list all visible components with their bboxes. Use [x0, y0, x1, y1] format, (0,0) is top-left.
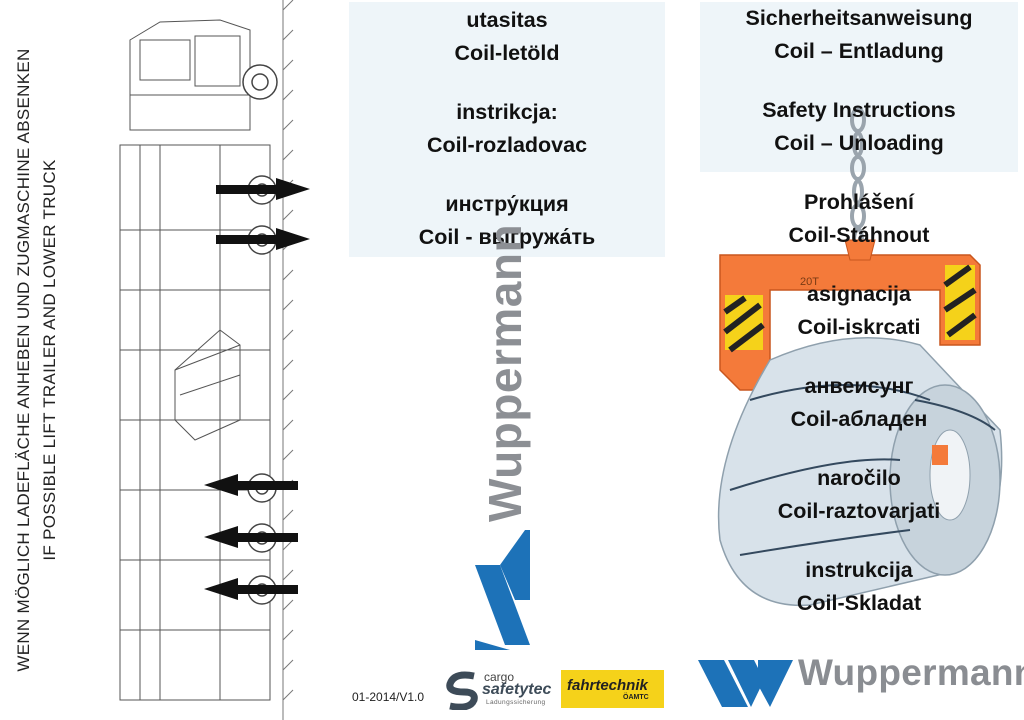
right-title-7: instrukcija — [805, 558, 913, 582]
mid-title-1: utasitas — [466, 8, 548, 32]
right-subtitle-3: Coil-Stáhnout — [788, 223, 930, 247]
right-subtitle-5: Coil-абладен — [790, 407, 928, 431]
cargo-safetytec-logo: cargo safetytec Ladungssicherung — [444, 668, 554, 712]
truck-diagram — [119, 0, 310, 720]
cargo-word: cargo — [484, 670, 515, 684]
right-subtitle-1: Coil – Entladung — [774, 39, 944, 63]
fahrtechnik-logo: fahrtechnik ÖAMTC — [561, 670, 664, 708]
middle-title-panel — [349, 2, 665, 257]
mid-subtitle-2: Coil-rozladovac — [426, 133, 588, 157]
mid-title-3: инстру́кция — [445, 192, 569, 216]
mid-title-2: instrikcja: — [456, 100, 558, 124]
crane-label: 20T — [800, 276, 819, 288]
right-subtitle-7: Coil-Skladat — [796, 591, 922, 615]
safetytec-word: safetytec — [482, 681, 552, 698]
right-title-4: asignacija — [807, 282, 911, 306]
ladungssicherung-word: Ladungssicherung — [486, 699, 546, 706]
trailer-body — [119, 144, 271, 701]
coil-illustration: 20T — [717, 107, 1003, 607]
cargo-s-icon — [446, 671, 478, 710]
arrow-right-icon — [216, 178, 310, 250]
right-subtitle-4: Coil-iskrcati — [797, 315, 921, 339]
side-instruction-text: WENN MÖGLICH LADEFLÄCHE ANHEBEN UND ZUGM… — [0, 0, 80, 720]
truck-wheels — [242, 64, 278, 605]
oamtc-word: ÖAMTC — [623, 694, 649, 701]
mid-subtitle-3: Coil - выгружа́ть — [418, 225, 596, 249]
brand-logo-vertical — [475, 530, 530, 650]
right-title-2: Safety Instructions — [762, 98, 956, 122]
right-subtitle-6: Coil-raztovarjati — [777, 499, 941, 523]
version-label: 01-2014/V1.0 — [352, 690, 425, 704]
fahrtechnik-word: fahrtechnik — [567, 677, 648, 694]
wuppermann-brand-text: Wuppermann — [798, 652, 1024, 693]
right-title-1: Sicherheitsanweisung — [745, 6, 973, 30]
arrow-left-icon — [204, 474, 298, 600]
steel-coil — [717, 337, 1003, 607]
side-instruction-english: IF POSSIBLE LIFT TRAILER AND LOWER TRUCK — [40, 159, 59, 561]
right-title-5: анвеисунг — [804, 374, 914, 398]
right-title-6: naročilo — [817, 466, 901, 490]
c-hook: 20T — [719, 239, 981, 391]
truck-cab — [129, 19, 251, 131]
wuppermann-logo-icon — [698, 660, 793, 707]
right-title-3: Prohlášení — [804, 190, 914, 214]
mid-subtitle-1: Coil-letöld — [454, 41, 560, 65]
right-subtitle-2: Coil – Unloading — [774, 131, 944, 155]
vertical-brand-text: Wuppermann — [479, 223, 531, 522]
wall-hatch — [282, 0, 294, 720]
side-instruction-german: WENN MÖGLICH LADEFLÄCHE ANHEBEN UND ZUGM… — [14, 48, 33, 672]
right-title-panel — [700, 2, 1018, 172]
